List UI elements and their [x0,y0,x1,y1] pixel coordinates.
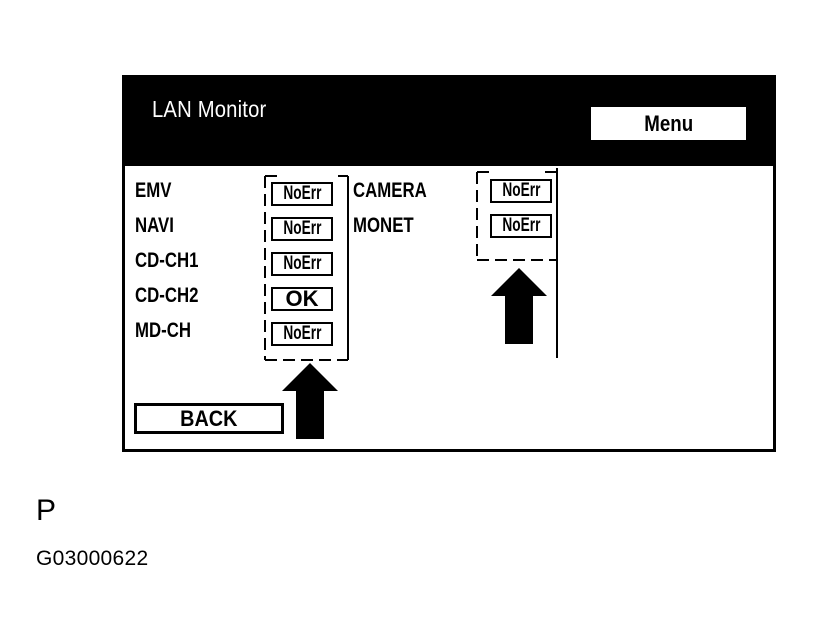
device-label-cd-ch1: CD-CH1 [135,249,199,272]
device-label-md-ch: MD-CH [135,319,191,342]
figure-code: G03000622 [36,547,149,570]
status-badge-emv: NoErr [271,182,333,206]
lan-monitor-screen: LAN Monitor Menu EMV NAVI CD-CH1 CD-CH2 … [122,75,776,452]
arrow-up-icon [282,363,338,439]
device-label-camera: CAMERA [353,179,427,202]
status-badge-camera: NoErr [490,179,552,203]
left-dashed-highlight [264,175,349,361]
menu-button[interactable]: Menu [591,107,746,140]
title-bar: LAN Monitor Menu [125,78,773,166]
status-badge-cd-ch1: NoErr [271,252,333,276]
figure-letter: P [36,494,57,527]
back-button-label: BACK [180,405,238,431]
arrow-up-icon [491,268,547,344]
status-badge-navi: NoErr [271,217,333,241]
right-separator-line [556,168,558,358]
device-label-cd-ch2: CD-CH2 [135,284,199,307]
menu-button-label: Menu [644,110,693,136]
right-dashed-highlight [476,171,558,261]
screen-title: LAN Monitor [152,96,267,122]
status-badge-md-ch: NoErr [271,322,333,346]
back-button[interactable]: BACK [134,403,284,434]
device-label-monet: MONET [353,214,414,237]
device-label-emv: EMV [135,179,172,202]
status-badge-cd-ch2: OK [271,286,333,311]
status-badge-monet: NoErr [490,214,552,238]
device-label-navi: NAVI [135,214,174,237]
